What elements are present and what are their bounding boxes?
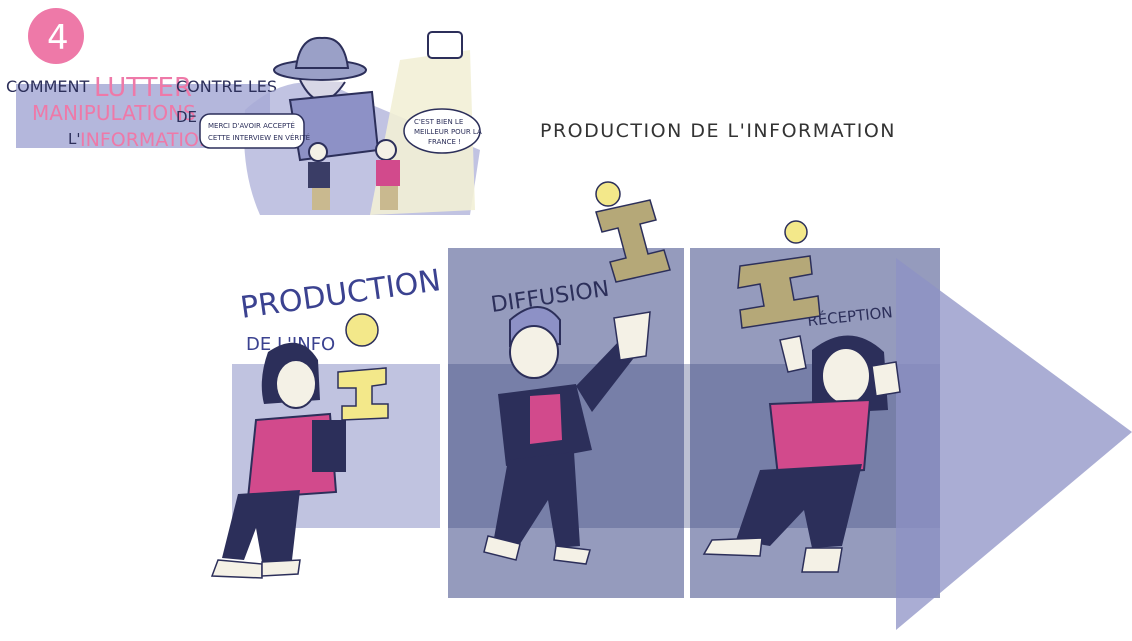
guest-head (308, 142, 328, 162)
header-word-manipulations: MANIPULATIONS (32, 101, 196, 125)
main-title: PRODUCTION DE L'INFORMATION (540, 120, 896, 142)
step-number: 4 (47, 18, 69, 58)
header-word-information: INFORMATION (80, 129, 213, 151)
guest-stool (312, 188, 330, 210)
header-word-de: DE (176, 108, 197, 126)
speech-right-line-1: C'EST BIEN LE (414, 118, 463, 126)
speech-bubble-left (199, 113, 305, 149)
speech-left-line-1: MERCI D'AVOIR ACCEPTÉ (208, 121, 295, 130)
reception-character (702, 335, 901, 573)
producer-character (210, 342, 346, 579)
notebook-icon (312, 420, 346, 472)
host-stool (380, 186, 398, 210)
info-icon-production (337, 313, 389, 421)
info-icon-diffusion (595, 181, 671, 283)
header-word-comment: COMMENT (6, 77, 89, 96)
host-body (376, 160, 400, 186)
speech-right-line-2: MEILLEUR POUR LA (414, 128, 482, 136)
speech-bubble-right (403, 108, 481, 154)
hand-icon (613, 311, 651, 361)
interview-vignette: MERCI D'AVOIR ACCEPTÉ CETTE INTERVIEW EN… (199, 31, 482, 215)
hat-crown (294, 36, 350, 69)
diffusion-character (483, 306, 651, 565)
step-badge (28, 8, 84, 64)
info-icon-reception (737, 220, 821, 329)
guest-body (308, 162, 330, 188)
header-word-contre-les: CONTRE LES (176, 77, 277, 96)
header-word-lutter: LUTTER (94, 73, 192, 103)
header-word-l: L' (68, 130, 80, 148)
spotlight-lamp-icon (427, 31, 463, 59)
host-head (375, 139, 397, 161)
arrow-head (896, 258, 1132, 630)
speech-right-line-3: FRANCE ! (428, 138, 461, 146)
stage-label-production: PRODUCTION (238, 263, 443, 326)
speech-left-line-2: CETTE INTERVIEW EN VÉRITÉ (208, 133, 310, 142)
raised-hand-icon (779, 335, 807, 373)
